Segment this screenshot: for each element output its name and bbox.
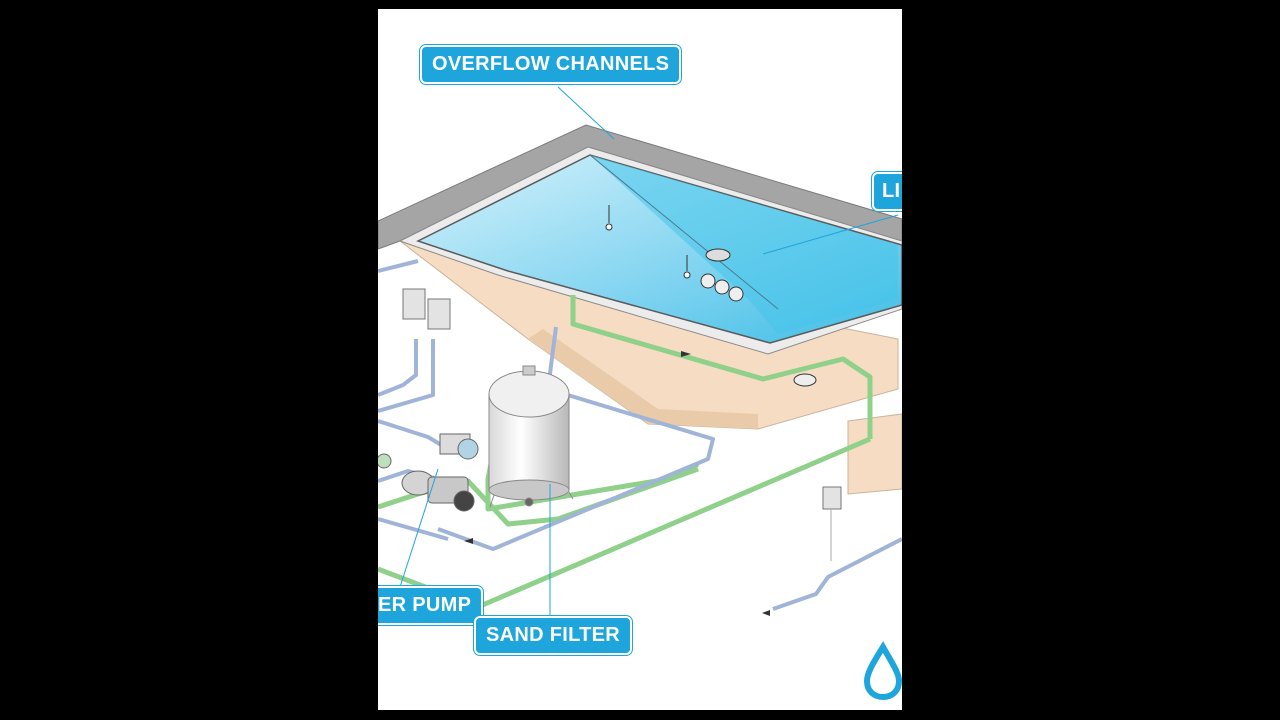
diagram-panel: OVERFLOW CHANNELS LI ER PUMP SAND FILTER [378,9,902,710]
sand-filter-label: SAND FILTER [474,616,633,655]
pool-fittings [605,205,817,387]
light-label: LI [872,172,902,211]
pump-leader-line [399,468,439,588]
light-leader-line [762,214,899,255]
pool-walls [399,240,902,495]
sand-filter-tank-icon [488,365,574,508]
overflow-channels-label: OVERFLOW CHANNELS [420,45,682,84]
control-box-icon [402,288,842,561]
pump-icon [378,433,479,512]
pump-label: ER PUMP [378,586,484,625]
overflow-leader-line [557,86,615,140]
pipe-arrows [464,351,770,616]
pool-floor-line [589,154,779,310]
water-drop-logo-icon [863,641,902,701]
pool-deep-end [590,155,898,334]
